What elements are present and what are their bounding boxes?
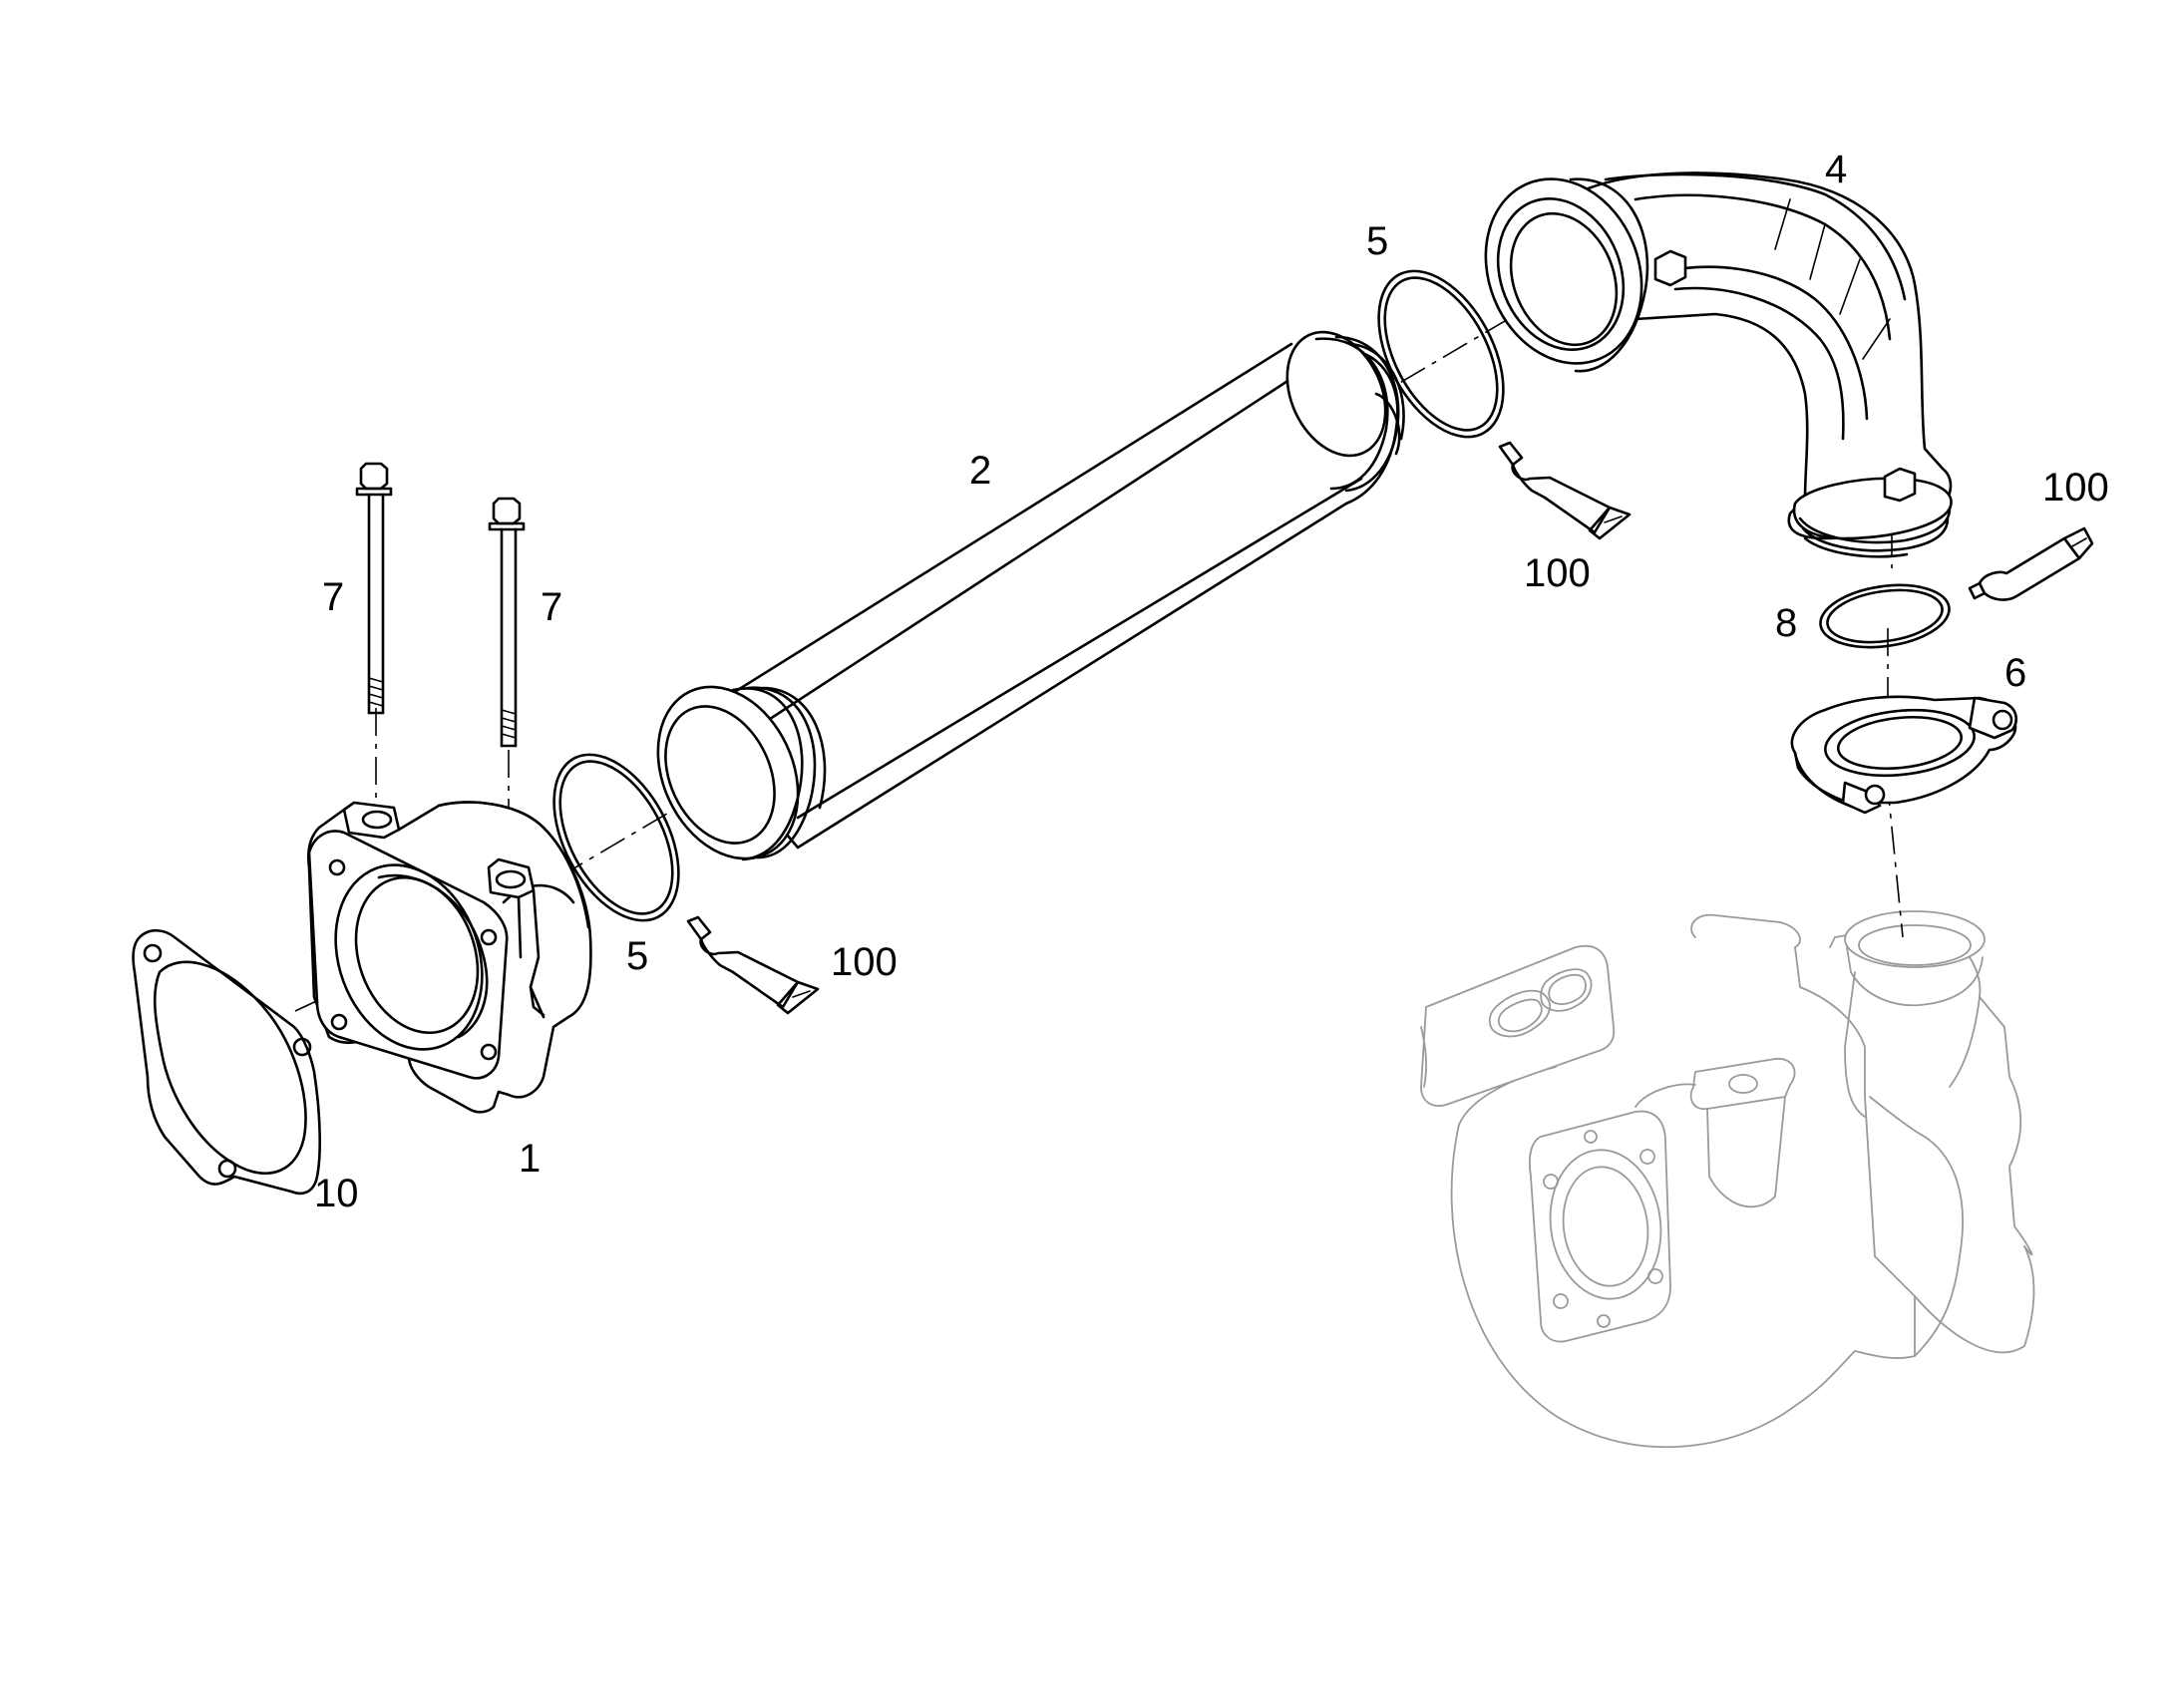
- callout-5-right: 5: [1366, 219, 1388, 263]
- callout-6: 6: [2004, 651, 2026, 695]
- gasket-part-10: [132, 928, 321, 1196]
- callout-100-middle: 100: [1524, 551, 1591, 595]
- callout-100-left: 100: [831, 940, 898, 984]
- housing-part-1: [307, 801, 592, 1114]
- callout-2: 2: [969, 449, 991, 493]
- callout-100-right: 100: [2042, 466, 2109, 510]
- callout-1: 1: [519, 1137, 541, 1181]
- sealant-tube-icon-right: [1968, 526, 2094, 601]
- callout-7-left: 7: [322, 575, 344, 619]
- callout-labels: 1 2 4 5 5 6 7 7 8 10 100 100 100: [314, 148, 2109, 1215]
- callout-4: 4: [1825, 148, 1847, 191]
- pipe-part-2: [656, 330, 1405, 861]
- bend-part-4: [1484, 171, 1953, 558]
- turbocharger-outline: [1420, 910, 2035, 1449]
- clamp-part-6: [1790, 695, 2018, 815]
- sealant-tube-icon-left: [686, 915, 820, 1015]
- callout-5-left: 5: [626, 934, 648, 978]
- callout-7-right: 7: [541, 585, 562, 629]
- o-ring-part-8: [1819, 583, 1951, 649]
- callout-10: 10: [314, 1172, 359, 1215]
- callout-8: 8: [1775, 601, 1797, 645]
- sealant-tube-icon-middle: [1498, 441, 1632, 540]
- bolt-part-7-left: [355, 462, 393, 715]
- o-ring-part-5-left: [552, 753, 680, 922]
- bolt-part-7-right: [488, 497, 526, 748]
